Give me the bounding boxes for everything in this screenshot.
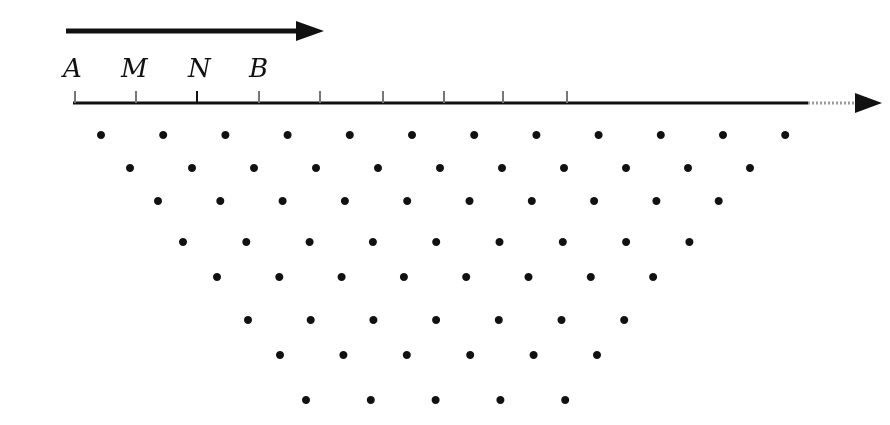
particle-dot: [656, 131, 665, 139]
particle-dot: [97, 131, 105, 139]
particle-dot: [684, 164, 692, 172]
particle-dot: [283, 131, 292, 139]
particle-dot: [558, 238, 567, 246]
particle-dot: [337, 273, 346, 281]
particle-dot: [402, 351, 411, 359]
particle-dot: [561, 396, 570, 404]
axis-arrowhead: [855, 93, 882, 113]
particle-dot: [593, 351, 601, 359]
particle-dot: [746, 164, 754, 172]
particle-dot: [374, 164, 382, 172]
particle-dot: [275, 273, 284, 281]
particle-dot: [154, 197, 162, 205]
particle-dot: [586, 273, 595, 281]
particle-dot: [719, 131, 727, 139]
particle-dot: [302, 396, 310, 404]
point-label-n: N: [187, 54, 212, 84]
particle-dot: [242, 238, 251, 246]
particle-dot: [345, 131, 354, 139]
particle-dot: [432, 238, 441, 246]
particle-dot: [368, 238, 377, 246]
particle-dot: [685, 238, 694, 246]
particle-dot: [590, 197, 599, 205]
particle-dot: [369, 316, 378, 324]
particle-dot: [216, 197, 225, 205]
particle-dot: [340, 197, 349, 205]
axis-ticks: [74, 91, 568, 103]
particle-dot: [494, 316, 503, 324]
point-label-m: M: [120, 54, 149, 84]
particle-dot: [399, 273, 408, 281]
particle-dot: [276, 351, 284, 359]
particle-dot: [462, 273, 471, 281]
particle-dot: [221, 131, 230, 139]
particle-dot: [250, 164, 258, 172]
particle-dot: [432, 316, 441, 324]
particle-dot: [524, 273, 533, 281]
particle-dot: [306, 316, 315, 324]
particle-dot: [620, 316, 629, 324]
particle-dot: [159, 131, 168, 139]
particle-dot: [339, 351, 348, 359]
particle-dot: [560, 164, 568, 172]
particle-dot: [594, 131, 603, 139]
particle-dot: [126, 164, 134, 172]
particle-dot: [532, 131, 541, 139]
particle-dot: [188, 164, 196, 172]
point-label-a: A: [61, 54, 82, 84]
particle-dot: [498, 164, 506, 172]
particle-dot: [179, 238, 187, 246]
particle-dot: [213, 273, 221, 281]
particle-grid: [97, 131, 790, 404]
particle-dot: [312, 164, 320, 172]
particle-dot: [652, 197, 661, 205]
particle-dot: [529, 351, 538, 359]
particle-dot: [244, 316, 252, 324]
particle-dot: [466, 351, 475, 359]
particle-dot: [714, 197, 723, 205]
particle-dot: [470, 131, 479, 139]
particle-dot: [527, 197, 536, 205]
particle-dot: [278, 197, 287, 205]
particle-dot: [403, 197, 412, 205]
particle-dot: [436, 164, 444, 172]
particle-dot: [431, 396, 440, 404]
particle-dot: [622, 238, 631, 246]
particle-dot: [465, 197, 474, 205]
particle-dot: [622, 164, 630, 172]
particle-dot: [366, 396, 375, 404]
particle-dot: [649, 273, 658, 281]
direction-arrowhead: [296, 21, 324, 41]
particle-dot: [495, 238, 504, 246]
particle-dot: [305, 238, 314, 246]
particle-dot: [496, 396, 505, 404]
particle-dot: [408, 131, 416, 139]
particle-dot: [557, 316, 566, 324]
point-label-b: B: [248, 54, 268, 84]
particle-dot: [781, 131, 790, 139]
